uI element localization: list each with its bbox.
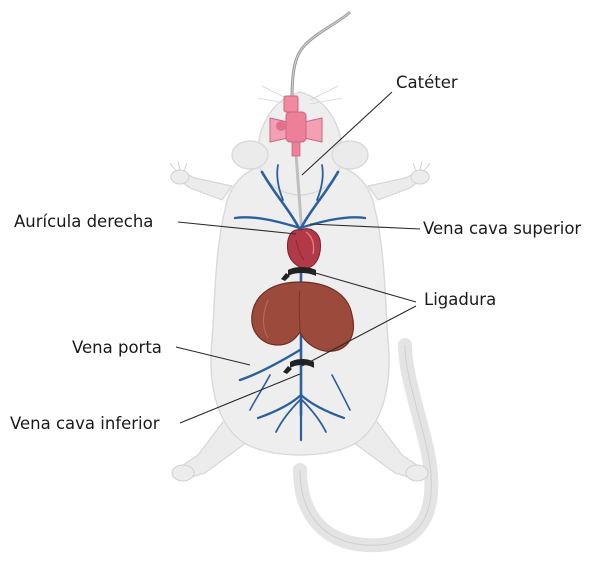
label-vena-cava-inferior: Vena cava inferior (10, 414, 160, 433)
left-fore-paw (170, 161, 189, 184)
label-auricula-derecha: Aurícula derecha (14, 212, 153, 231)
left-hind-paw (172, 465, 194, 481)
label-vena-porta: Vena porta (72, 338, 162, 357)
left-ear (232, 141, 268, 169)
right-hind-paw (406, 465, 428, 481)
label-cateter: Catéter (396, 73, 458, 92)
label-vena-cava-superior: Vena cava superior (423, 219, 581, 238)
right-ear (332, 141, 368, 169)
label-ligadura: Ligadura (424, 290, 496, 309)
catheter-wire (292, 12, 350, 100)
right-fore-paw (411, 161, 430, 184)
